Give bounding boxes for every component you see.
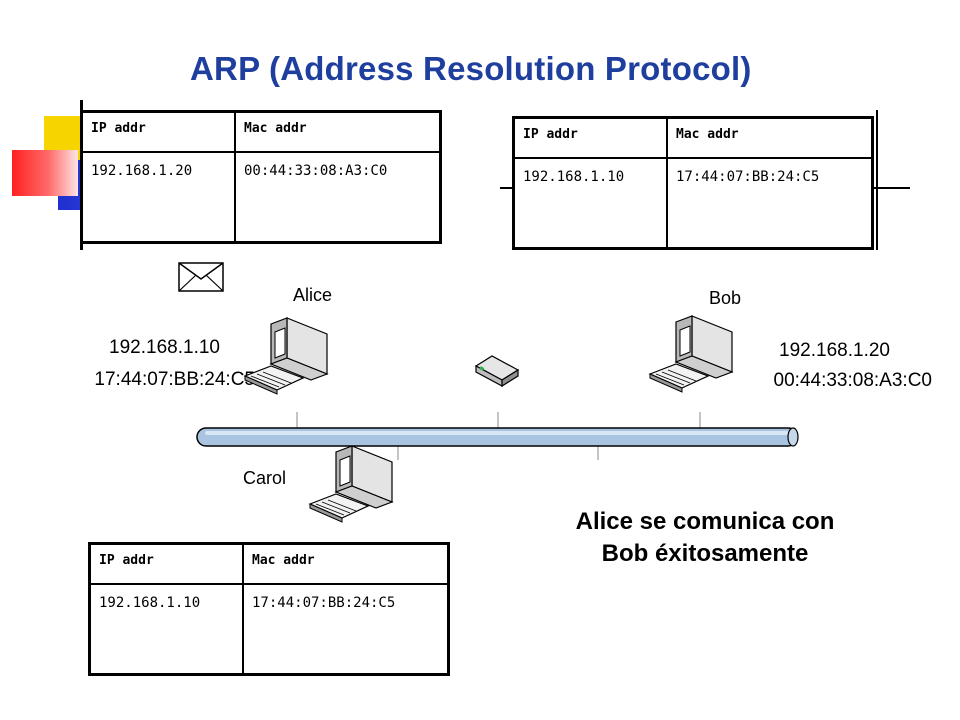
table-header-mac: Mac addr bbox=[667, 117, 873, 159]
bob-ip: 192.168.1.20 bbox=[779, 340, 890, 361]
alice-mac: 17:44:07:BB:24:C5 bbox=[94, 369, 255, 390]
table-cell-empty bbox=[89, 621, 244, 675]
table-header-mac: Mac addr bbox=[235, 111, 441, 153]
page-title: ARP (Address Resolution Protocol) bbox=[190, 50, 752, 87]
table-cell-ip: 192.168.1.20 bbox=[81, 152, 236, 189]
computer-icon-alice bbox=[243, 317, 329, 395]
table-cell-mac: 17:44:07:BB:24:C5 bbox=[252, 595, 396, 611]
host-label-bob: Bob bbox=[709, 288, 742, 308]
caption-text: Alice se comunica con Bob éxitosamente bbox=[575, 508, 835, 568]
table-cell-mac: 00:44:33:08:A3:C0 bbox=[244, 163, 388, 179]
envelope-icon bbox=[178, 262, 224, 292]
table-header-mac: Mac addr bbox=[243, 543, 449, 585]
alice-ip: 192.168.1.10 bbox=[109, 337, 220, 358]
deco-red-square bbox=[12, 150, 78, 196]
hub-icon bbox=[474, 355, 520, 388]
bob-mac: 00:44:33:08:A3:C0 bbox=[773, 370, 932, 391]
host-label-carol: Carol bbox=[243, 468, 287, 488]
arp-table-top-right: IP addr Mac addr 192.168.1.10 17:44:07:B… bbox=[512, 116, 874, 250]
deco-vertical-line-right bbox=[876, 110, 878, 250]
table-header-ip: IP addr bbox=[513, 117, 668, 159]
table-cell-ip: 192.168.1.10 bbox=[89, 584, 244, 621]
table-header-ip: IP addr bbox=[89, 543, 244, 585]
table-cell-empty bbox=[235, 189, 441, 243]
arp-table-top-left: IP addr Mac addr 192.168.1.20 00:44:33:0… bbox=[80, 110, 442, 244]
host-label-alice: Alice bbox=[293, 285, 333, 305]
computer-icon-bob bbox=[648, 315, 734, 393]
computer-icon-carol bbox=[308, 445, 394, 523]
table-cell-empty bbox=[243, 621, 449, 675]
table-cell-mac: 17:44:07:BB:24:C5 bbox=[676, 169, 820, 185]
table-cell-ip: 192.168.1.10 bbox=[513, 158, 668, 195]
table-cell-empty bbox=[81, 189, 236, 243]
arp-table-bottom: IP addr Mac addr 192.168.1.10 17:44:07:B… bbox=[88, 542, 450, 676]
table-cell-empty bbox=[513, 195, 668, 249]
network-bus bbox=[196, 412, 799, 460]
table-cell-empty bbox=[667, 195, 873, 249]
table-header-ip: IP addr bbox=[81, 111, 236, 153]
